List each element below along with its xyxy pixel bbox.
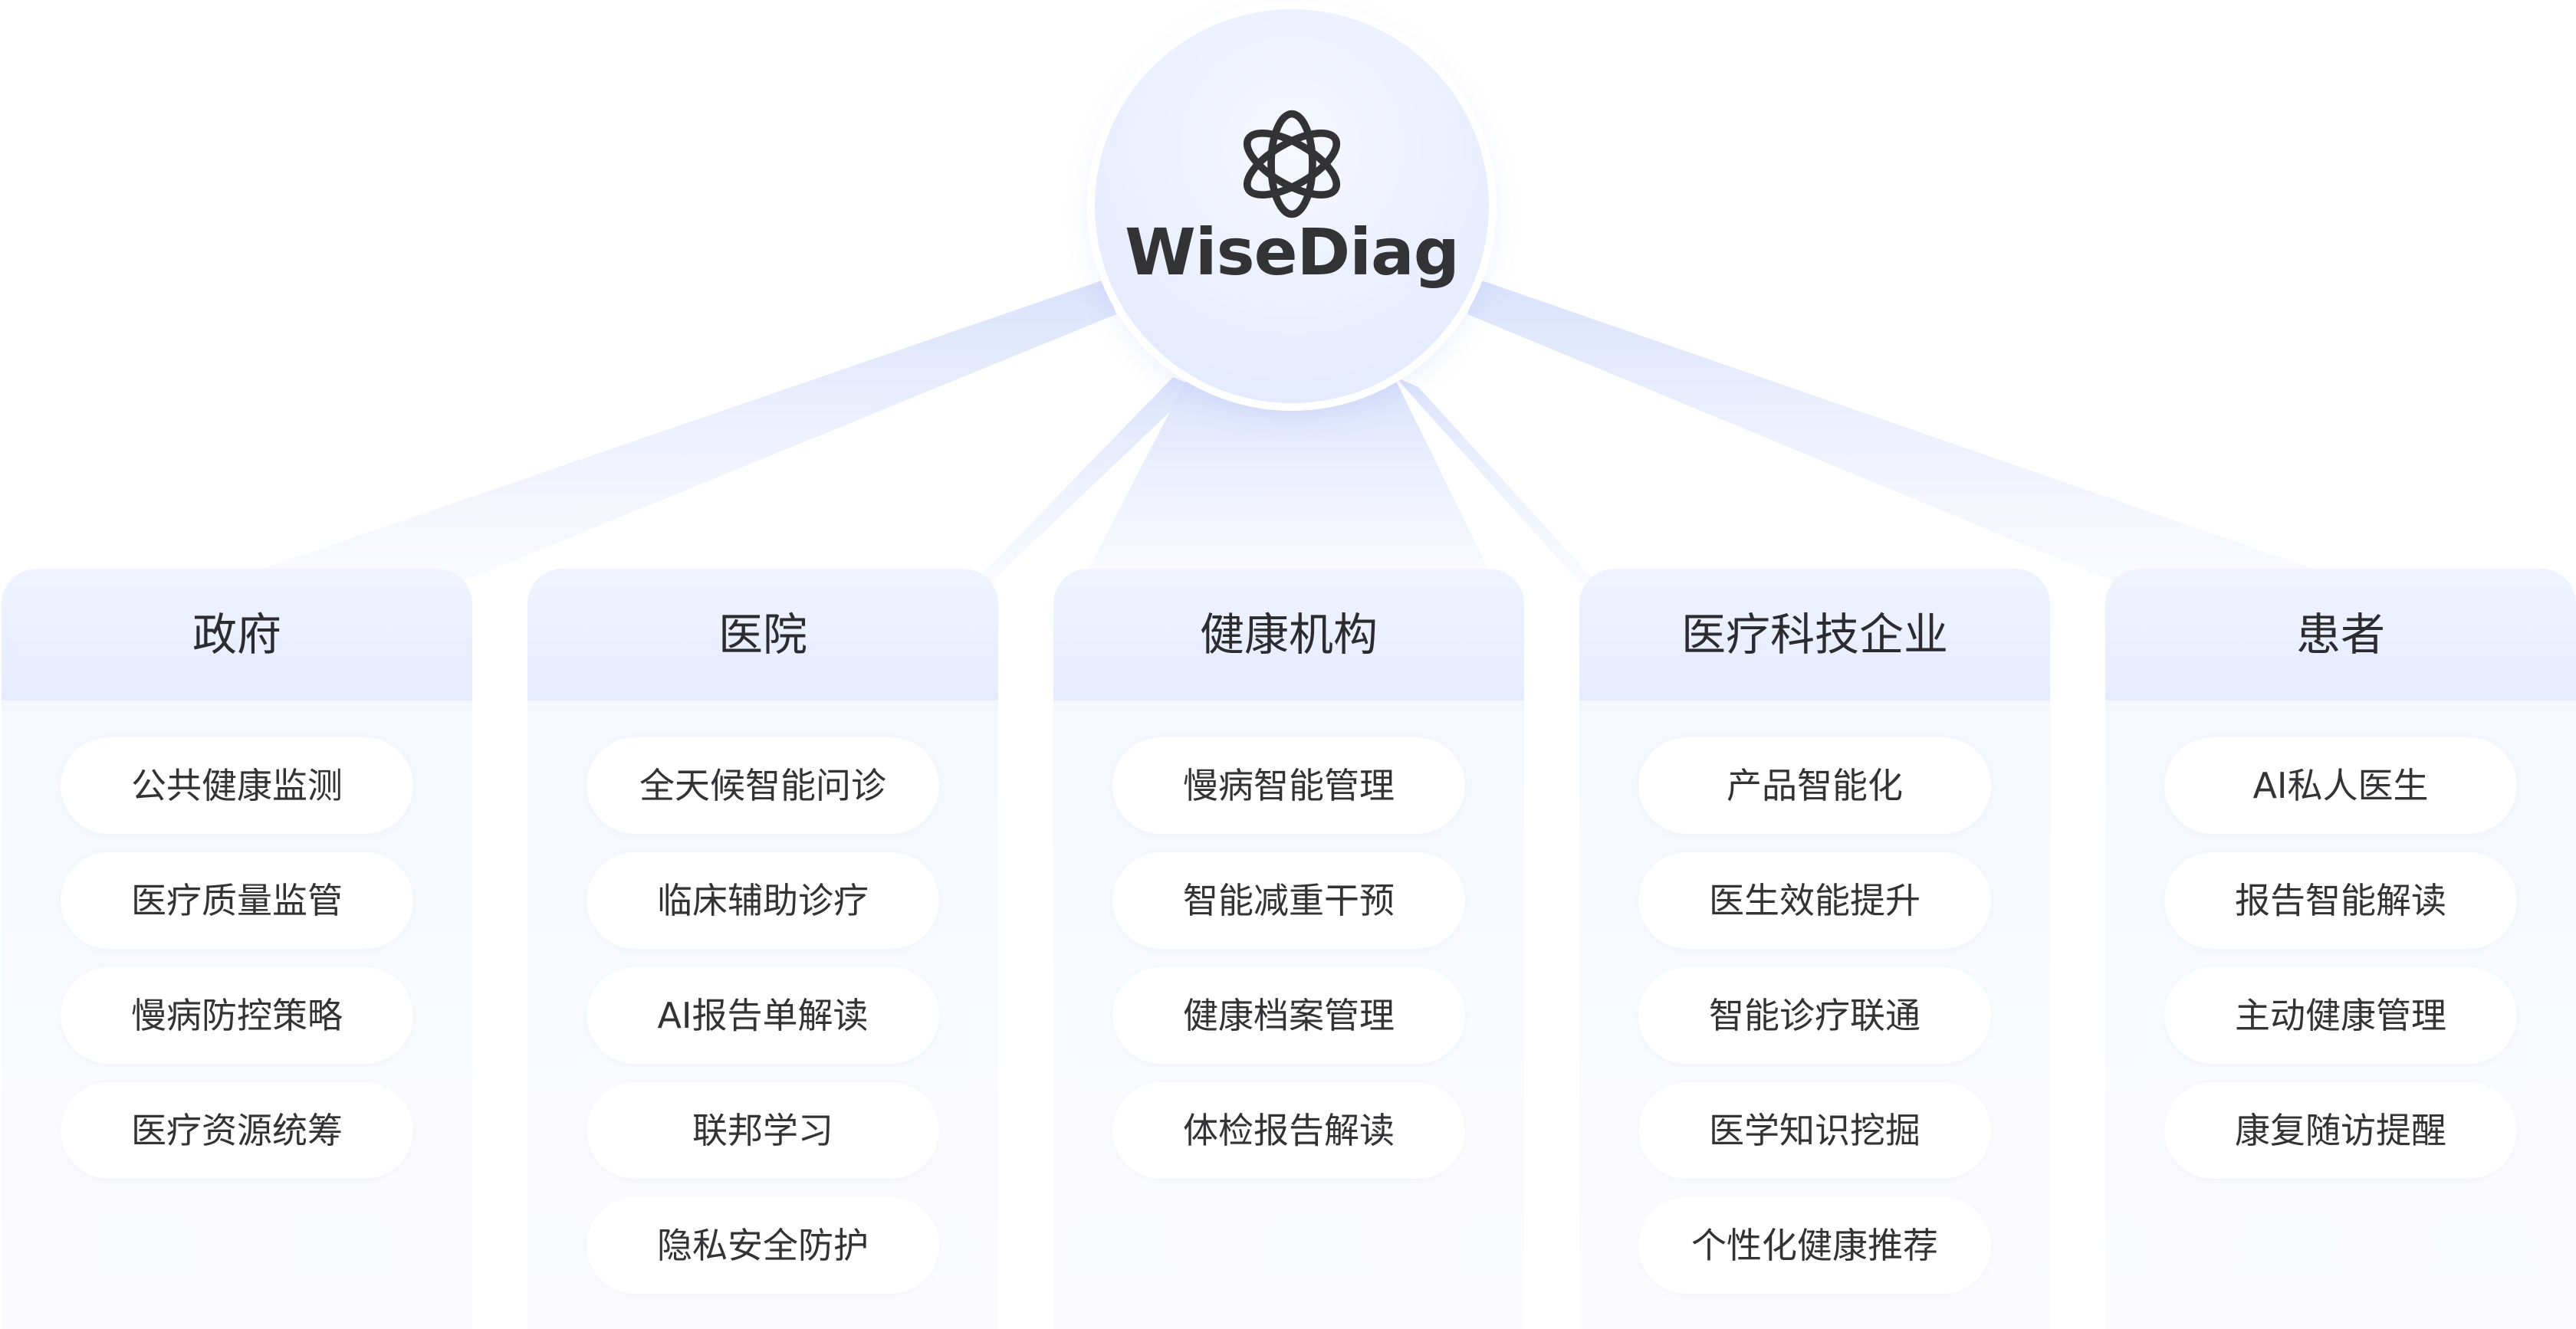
list-item: 报告智能解读 (2164, 852, 2517, 949)
wisediag-hub: WiseDiag (1095, 9, 1489, 403)
list-item: AI报告单解读 (586, 967, 939, 1064)
list-item: 慢病防控策略 (61, 967, 413, 1064)
list-item: 公共健康监测 (61, 737, 413, 834)
list-item: 康复随访提醒 (2164, 1082, 2517, 1179)
list-item: AI私人医生 (2164, 737, 2517, 834)
list-item: 隐私安全防护 (586, 1197, 939, 1294)
list-item: 智能减重干预 (1112, 852, 1465, 949)
list-item: 医疗质量监管 (61, 852, 413, 949)
card-title: 患者 (2105, 569, 2576, 701)
list-item: 智能诊疗联通 (1638, 967, 1991, 1064)
card-item-list: 公共健康监测 医疗质量监管 慢病防控策略 医疗资源统筹 (2, 737, 472, 1197)
list-item: 个性化健康推荐 (1638, 1197, 1991, 1294)
list-item: 医生效能提升 (1638, 852, 1991, 949)
card-item-list: 慢病智能管理 智能减重干预 健康档案管理 体检报告解读 (1053, 737, 1524, 1197)
card-medtech: 医疗科技企业 产品智能化 医生效能提升 智能诊疗联通 医学知识挖掘 个性化健康推… (1579, 569, 2050, 1329)
list-item: 主动健康管理 (2164, 967, 2517, 1064)
card-item-list: 产品智能化 医生效能提升 智能诊疗联通 医学知识挖掘 个性化健康推荐 (1579, 737, 2050, 1312)
beam-medtech (1395, 377, 1596, 582)
list-item: 全天候智能问诊 (586, 737, 939, 834)
list-item: 健康档案管理 (1112, 967, 1465, 1064)
card-patient: 患者 AI私人医生 报告智能解读 主动健康管理 康复随访提醒 (2105, 569, 2576, 1329)
list-item: 医学知识挖掘 (1638, 1082, 1991, 1179)
beam-government (222, 280, 1116, 582)
card-hospital: 医院 全天候智能问诊 临床辅助诊疗 AI报告单解读 联邦学习 隐私安全防护 (527, 569, 998, 1329)
list-item: 产品智能化 (1638, 737, 1991, 834)
beam-health-org (1081, 379, 1495, 582)
list-item: 慢病智能管理 (1112, 737, 1465, 834)
card-health-org: 健康机构 慢病智能管理 智能减重干预 健康档案管理 体检报告解读 (1053, 569, 1524, 1329)
hub-title: WiseDiag (1125, 215, 1460, 290)
card-title: 医疗科技企业 (1579, 569, 2050, 701)
list-item: 联邦学习 (586, 1082, 939, 1179)
card-government: 政府 公共健康监测 医疗质量监管 慢病防控策略 医疗资源统筹 (2, 569, 472, 1329)
card-title: 医院 (527, 569, 998, 701)
list-item: 临床辅助诊疗 (586, 852, 939, 949)
list-item: 体检报告解读 (1112, 1082, 1465, 1179)
card-item-list: AI私人医生 报告智能解读 主动健康管理 康复随访提醒 (2105, 737, 2576, 1197)
card-title: 健康机构 (1053, 569, 1524, 701)
card-title: 政府 (2, 569, 472, 701)
beam-patient (1467, 280, 2354, 582)
list-item: 医疗资源统筹 (61, 1082, 413, 1179)
beam-hospital (974, 377, 1196, 582)
card-item-list: 全天候智能问诊 临床辅助诊疗 AI报告单解读 联邦学习 隐私安全防护 (527, 737, 998, 1312)
atom-icon (1243, 110, 1341, 218)
